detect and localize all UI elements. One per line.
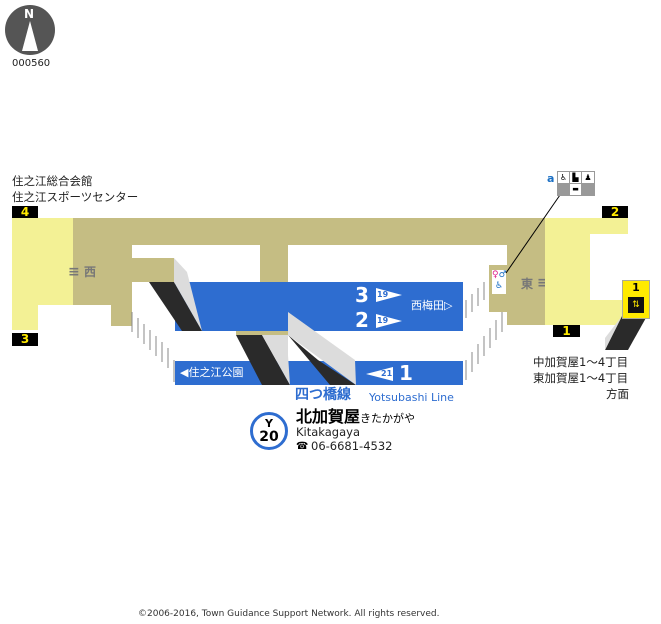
compass-label: N — [24, 7, 35, 21]
train-number: 19 — [377, 290, 389, 299]
exit-area-east-bottom — [567, 300, 622, 325]
concourse-stair-landing — [132, 258, 174, 282]
train-number: 19 — [377, 316, 389, 325]
elevator-shaft — [605, 316, 647, 350]
compass-needle-icon — [22, 21, 38, 51]
phone-icon: ☎ — [296, 441, 309, 452]
track-1-number: 1 — [399, 361, 413, 385]
landmark-label: 住之江スポーツセンター — [12, 190, 139, 204]
direction-nishiumeda: 西梅田▷ — [411, 299, 453, 312]
station-kana: きたかがや — [360, 412, 416, 425]
copyright: ©2006-2016, Town Guidance Support Networ… — [138, 609, 440, 619]
bed-icon: ▬ — [570, 184, 581, 195]
elevator-icon: ⇅ — [628, 297, 644, 313]
train-direction-flag — [366, 367, 393, 381]
train-direction-flag — [376, 314, 402, 328]
west-gate-label: 西 — [84, 265, 97, 279]
white-notch — [38, 305, 73, 335]
stair-center[interactable] — [288, 312, 356, 385]
east-gate-label: 東 — [521, 277, 534, 291]
map-id: 000560 — [12, 58, 51, 69]
landmark-label: 中加賀屋1～4丁目 — [533, 355, 629, 369]
concourse-east — [507, 245, 545, 325]
station-number-badge: Y 20 — [250, 412, 288, 450]
station-phone: 06-6681-4532 — [311, 439, 393, 453]
station-name: 北加賀屋 — [296, 407, 361, 426]
train-number: 21 — [381, 369, 393, 378]
west-gate-icon: ≡ — [68, 264, 80, 280]
line-name-ja: 四つ橋線 — [295, 387, 351, 403]
elevator-exit[interactable]: 1 ⇅ — [622, 280, 650, 319]
station-number: 20 — [259, 429, 279, 445]
baby-changing-icon: ▙ — [570, 172, 581, 183]
facility-label: a — [547, 172, 555, 185]
station-name-en: Kitakagaya — [296, 425, 360, 439]
elevator-exit-number: 1 — [632, 281, 640, 294]
escalator-west[interactable] — [149, 258, 202, 331]
facility-icons[interactable]: ♿ ▙ ♟ ▬ — [557, 171, 595, 196]
stairs-east-hatch[interactable] — [465, 282, 503, 380]
exit-area-east — [545, 218, 628, 234]
stairs-west-hatch[interactable] — [131, 312, 175, 382]
line-code: Y — [265, 417, 273, 430]
track-3-number: 3 — [355, 283, 369, 307]
ostomate-icon: ♟ — [582, 172, 594, 183]
landmark-label: 住之江総合会館 — [12, 174, 93, 188]
concourse-west-lower — [111, 280, 132, 326]
restroom-icon: ♀♂♿ — [492, 270, 507, 294]
escalator-center[interactable] — [236, 335, 290, 385]
track-2-number: 2 — [355, 308, 369, 332]
platform-island — [175, 282, 463, 331]
wheelchair-icon: ♿ — [558, 172, 569, 183]
landmark-label: 方面 — [606, 387, 629, 401]
train-direction-flag — [376, 288, 402, 302]
compass: N — [5, 5, 55, 55]
exit-1[interactable]: 1 — [553, 325, 580, 338]
east-gate-icon: ≡ — [537, 275, 549, 291]
line-name-en: Yotsubashi Line — [369, 391, 454, 404]
exit-3[interactable]: 3 — [12, 333, 38, 346]
exit-4[interactable]: 4 — [12, 206, 38, 219]
landmark-label: 東加賀屋1～4丁目 — [533, 371, 629, 385]
station-name-ja: 北加賀屋きたかがや — [296, 407, 415, 426]
concourse — [73, 218, 545, 245]
direction-suminoekoen: ◀住之江公園 — [180, 366, 244, 379]
exit-2[interactable]: 2 — [602, 206, 628, 219]
